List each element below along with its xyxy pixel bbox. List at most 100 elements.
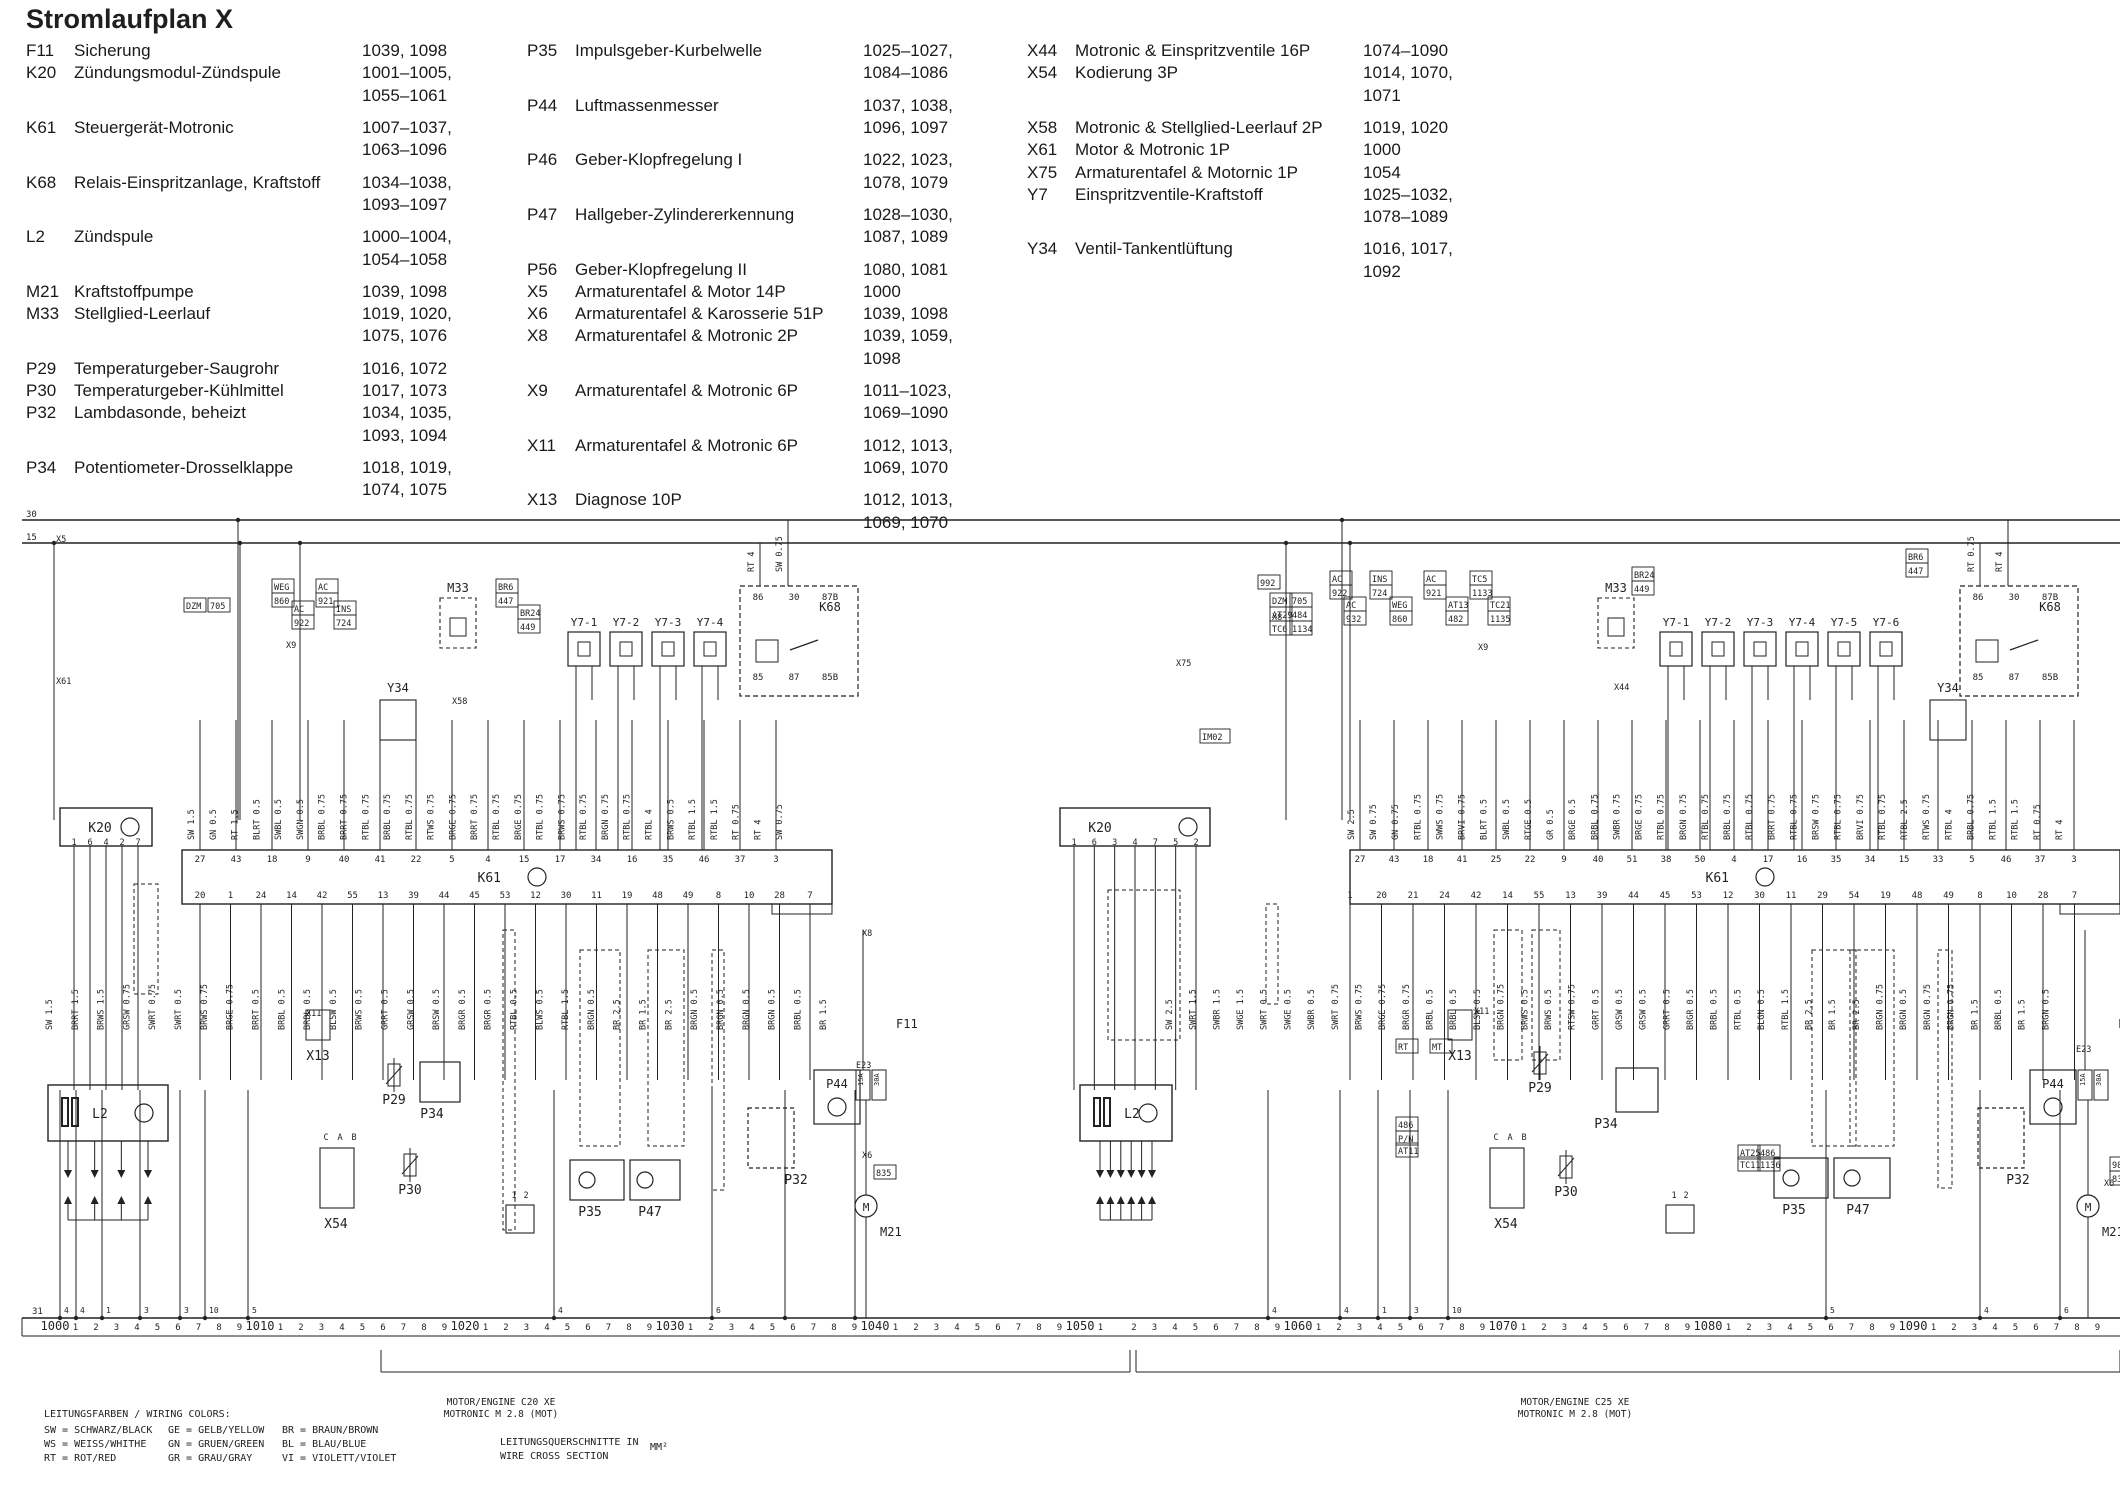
connector-box: [517, 618, 541, 634]
k61-top-pin: 46: [699, 855, 710, 865]
wiring-color: BR = BRAUN/BROWN: [282, 1425, 379, 1436]
p44-label: P44: [826, 1077, 848, 1091]
wiring-color: VI = VIOLETT/VIOLET: [282, 1453, 397, 1464]
wire-label: RTBL 0.75: [1657, 794, 1667, 840]
connector-box-label: 486: [1398, 1121, 1413, 1131]
section-number: 4: [1377, 1323, 1382, 1333]
legend-reference: 1001–1005,: [362, 63, 452, 83]
wire-label: RTBL 0.75: [1745, 794, 1755, 840]
connector-box: [1445, 610, 1469, 626]
section-number: 2: [1336, 1323, 1341, 1333]
k20-label: K20: [1088, 821, 1111, 836]
spark-arrow: [1116, 1170, 1125, 1178]
legend-description: Temperaturgeber-Saugrohr: [74, 358, 280, 378]
ground-number: 4: [1344, 1306, 1349, 1315]
connector-box: [1395, 1142, 1419, 1158]
connector-box-label: 1136: [1760, 1161, 1780, 1171]
legend-description: Kodierung 3P: [1075, 63, 1179, 83]
legend-reference: 1018, 1019,: [362, 458, 452, 477]
legend-references: 1018, 1019,1074, 1075: [362, 457, 452, 502]
wire-label: GRSW 0.75: [122, 984, 132, 1030]
connector-box: [1423, 584, 1447, 600]
legend-reference: 1069, 1070: [863, 458, 949, 477]
wire-label: GN 0.75: [1391, 804, 1401, 840]
sensor-label: P35: [1782, 1203, 1805, 1218]
k61-bottom-pin: 10: [2006, 891, 2017, 901]
wire-label: GR 0.5: [1546, 809, 1556, 840]
section-number: 4: [1172, 1323, 1177, 1333]
connector-box: [1905, 562, 1929, 578]
wire-label: BRBL 0.75: [1590, 794, 1600, 840]
wire-label: RTBL 0.75: [1701, 794, 1711, 840]
legend-description: Armaturentafel & Motor 14P: [575, 281, 786, 301]
spark-arrow: [117, 1196, 126, 1204]
section-number: 3: [319, 1323, 324, 1333]
connector-box: [495, 592, 519, 608]
relay-contact: [789, 639, 819, 651]
connector-box-label: 986: [2112, 1161, 2120, 1171]
injector-box: [1659, 631, 1693, 667]
wire-label: GRSW 0.5: [1639, 989, 1649, 1030]
connector-box-label: 724: [336, 619, 351, 629]
wiring-colors-col2: GE = GELB/YELLOW GN = GRUEN/GREEN GR = G…: [168, 1424, 264, 1466]
connector-label: X9: [1478, 643, 1488, 653]
k61-bottom-pin: 11: [591, 891, 602, 901]
wire-label: SWRT 1.5: [1189, 989, 1199, 1030]
connector-box-label: AT13: [1448, 601, 1468, 611]
sensor-box: [629, 1159, 681, 1201]
sensor-label: P30: [1554, 1185, 1577, 1200]
legend-code: X11: [527, 435, 556, 455]
k61-bottom-pin: 13: [1565, 891, 1576, 901]
section-number: 7: [1234, 1323, 1239, 1333]
k61-top-pin: 3: [2071, 855, 2076, 865]
legend-code: K20: [26, 63, 57, 83]
wire-label: BR 2.5: [613, 999, 623, 1030]
wire-label: RTBL 0.75: [1413, 794, 1423, 840]
wire-label: SWGN 0.5: [296, 799, 306, 840]
legend-reference: 1034–1038,: [362, 172, 452, 192]
legend-references: 1037, 1038,1096, 1097: [863, 95, 953, 140]
wire-label: SW 0.75: [775, 536, 785, 572]
legend-code: X61: [1027, 140, 1058, 160]
legend-reference: 1025–1027,: [863, 41, 953, 60]
section-number: 4: [954, 1323, 959, 1333]
wire-label: GN 0.5: [209, 809, 219, 840]
section-number: 3: [114, 1323, 119, 1333]
legend-code: Y7: [1027, 184, 1048, 204]
wire-label: BRGN 0.75: [1923, 984, 1933, 1030]
legend-reference: 1000: [1363, 140, 1401, 160]
legend-code: X5: [527, 281, 548, 301]
k20-pin: 7: [135, 838, 140, 848]
m33-symbol: [449, 617, 467, 637]
wiring-colors-col3: BR = BRAUN/BROWN BL = BLAU/BLUE VI = VIO…: [282, 1424, 396, 1466]
injector-coil: [1879, 641, 1893, 657]
wire-label: RT 1.5: [231, 809, 241, 840]
connector-box: [1757, 1144, 1781, 1160]
k61-bottom-pin: 48: [652, 891, 663, 901]
legend-description: Stellglied-Leerlauf: [74, 304, 211, 324]
sensor-symbol: [578, 1171, 596, 1189]
legend-code: F11: [26, 41, 55, 60]
shielded-cable: [647, 949, 685, 1147]
legend-references: 1001–1005,1055–1061: [362, 62, 452, 107]
wire-label: BRRT 0.5: [251, 989, 261, 1030]
junction-dot: [51, 540, 57, 546]
page-title: Stromlaufplan X: [26, 4, 234, 34]
legend-reference: 1039, 1098: [863, 304, 949, 324]
legend-reference: 1093–1097: [362, 194, 448, 214]
connector-box-label: TC5: [1472, 575, 1487, 585]
connector-box: [1757, 1156, 1781, 1172]
y34-box: [379, 699, 417, 741]
fuse-label: F11: [2118, 1017, 2120, 1031]
legend-code: P46: [527, 150, 558, 170]
injector-label: Y7-5: [1831, 616, 1858, 629]
k61-top-pin: 4: [485, 855, 490, 865]
wire-label: BRVI 0.75: [1458, 794, 1468, 840]
junction-dot: [709, 1315, 715, 1321]
wire-label: RTBL 1.5: [710, 799, 720, 840]
section-number: 2: [1131, 1323, 1136, 1333]
legend-code: L2: [26, 227, 45, 247]
wiring-colors-col1: SW = SCHWARZ/BLACK WS = WEISS/WHITHE RT …: [44, 1424, 152, 1466]
legend-description: Motor & Motronic 1P: [1075, 140, 1230, 160]
connector-box: [1395, 1130, 1419, 1146]
